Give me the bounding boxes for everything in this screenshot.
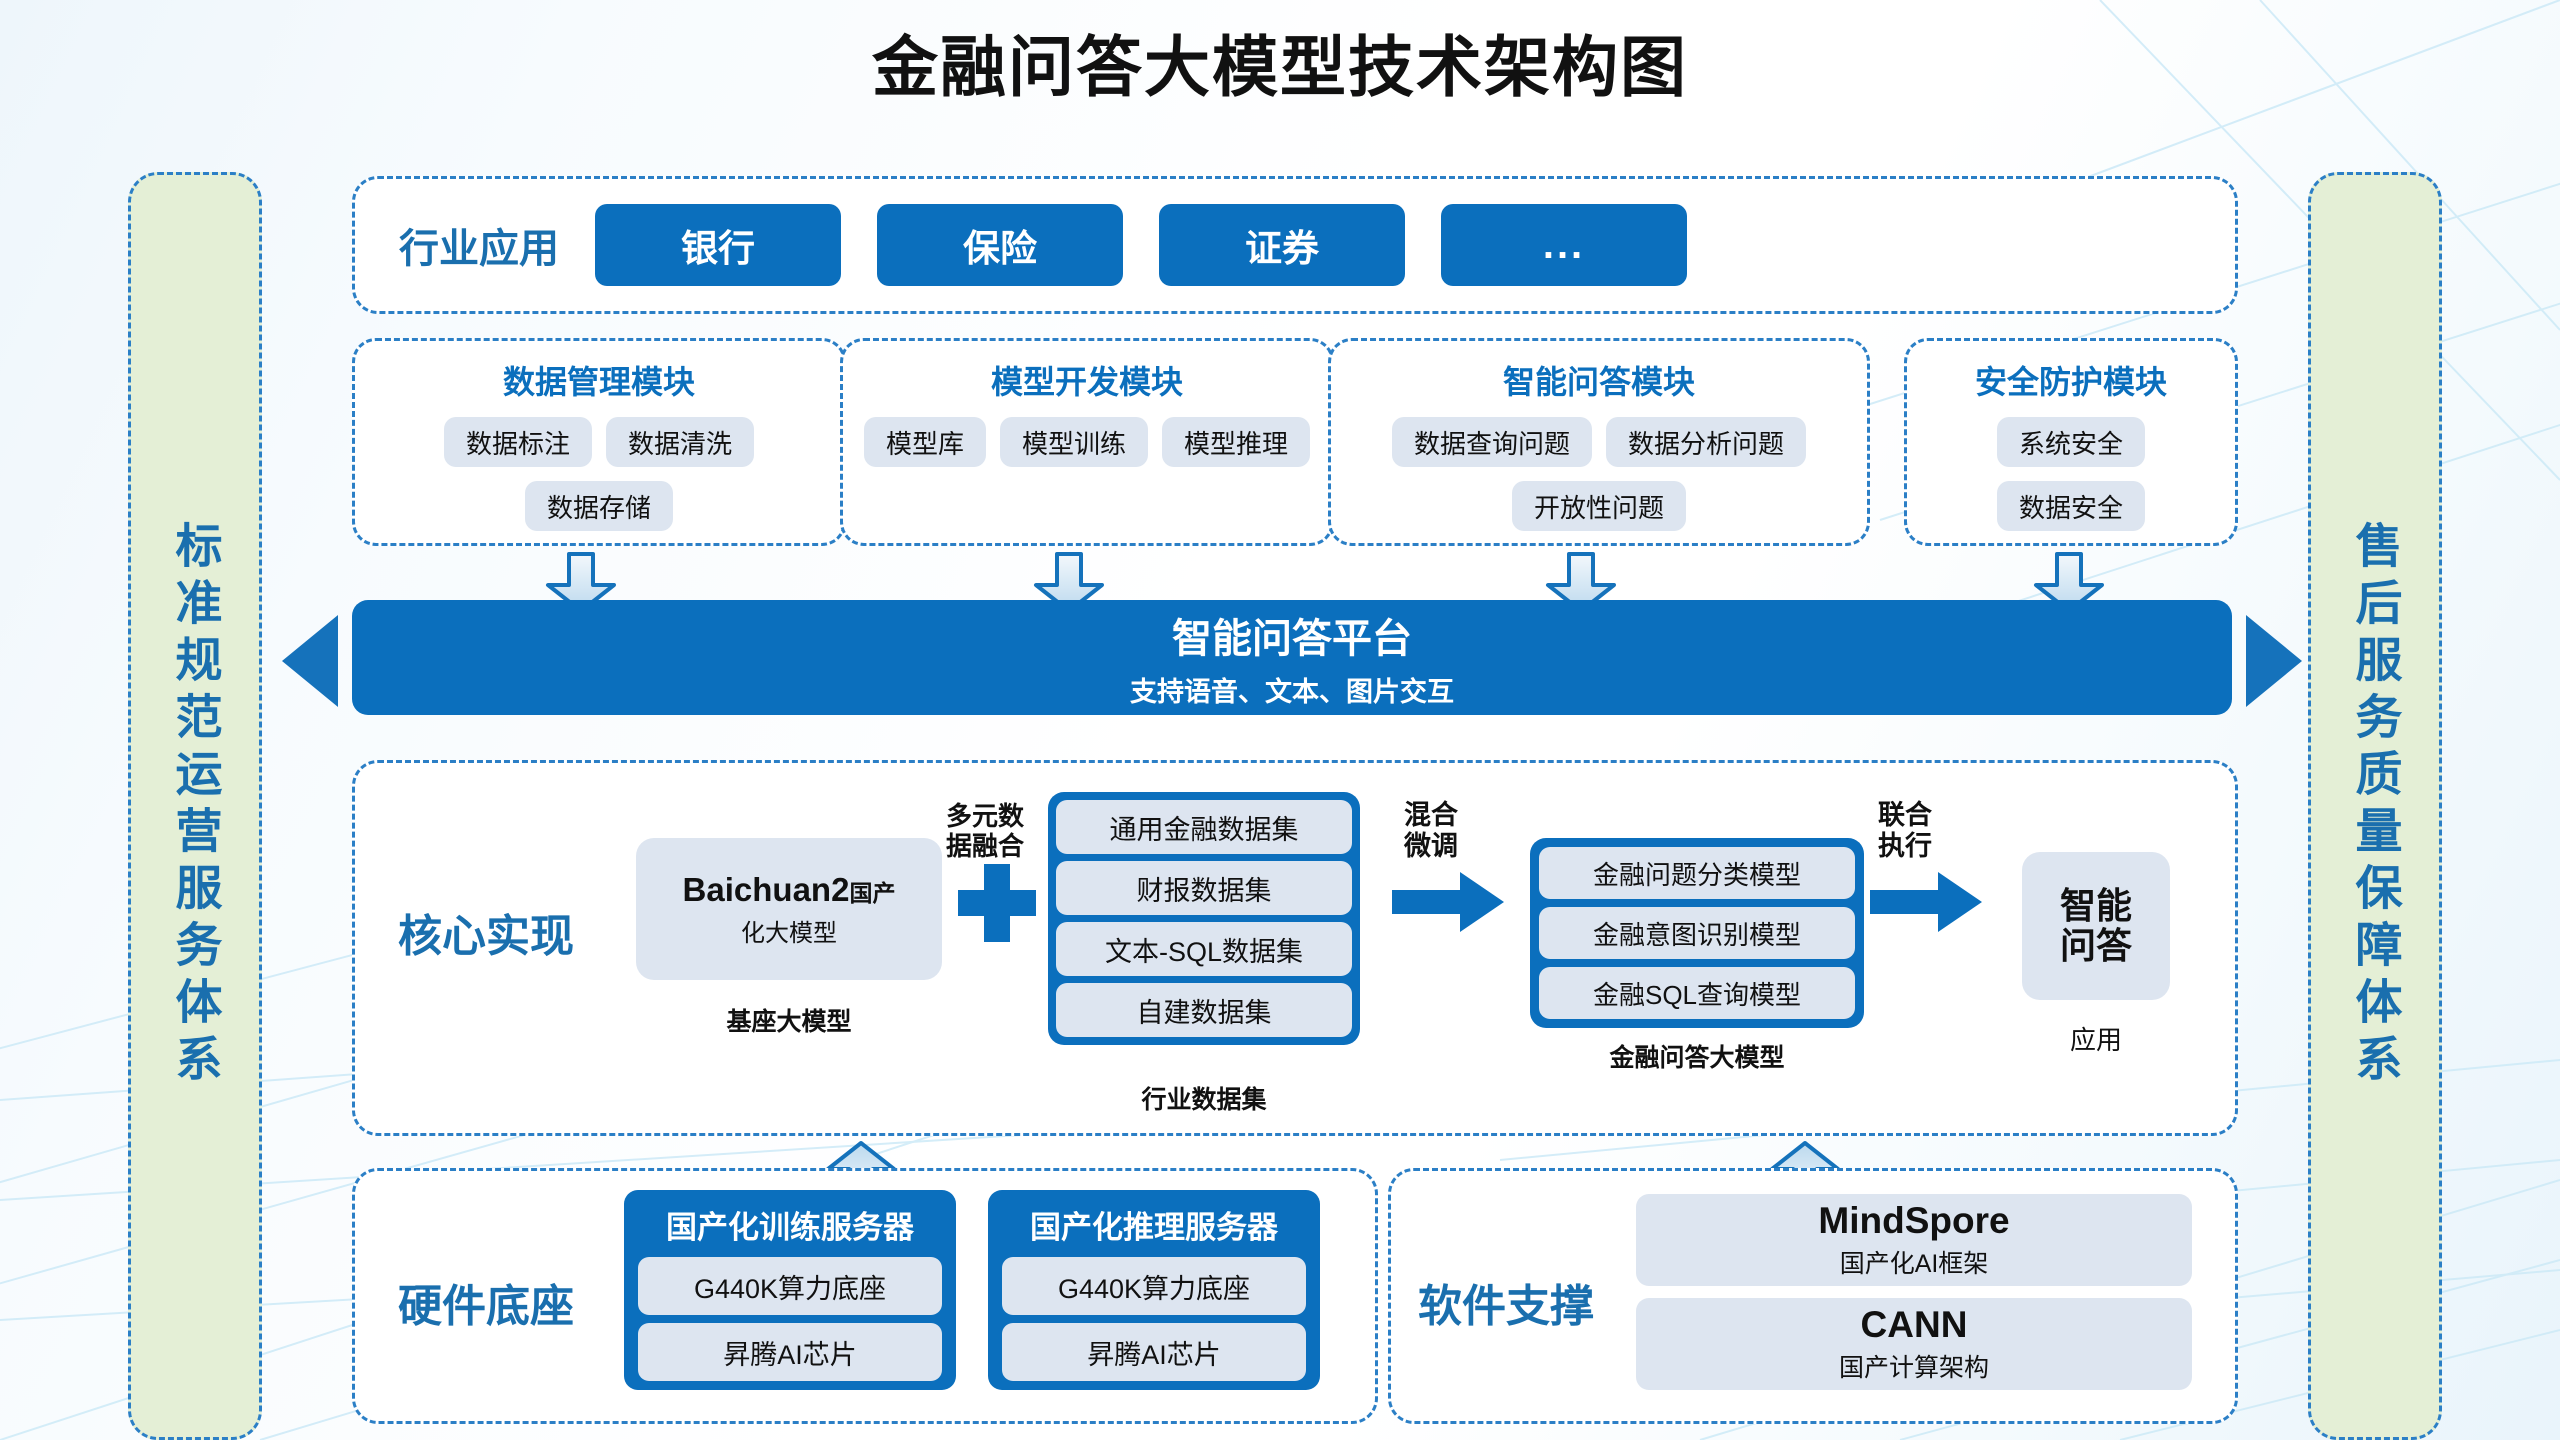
dataset-item[interactable]: 通用金融数据集 xyxy=(1056,800,1352,854)
down-arrow-icon xyxy=(1544,552,1618,614)
finetune-label: 混合 微调 xyxy=(1404,800,1458,862)
industry-datasets-caption: 行业数据集 xyxy=(1141,1086,1267,1114)
app-chip-more[interactable]: ... xyxy=(1441,204,1687,286)
server-item: 昇腾AI芯片 xyxy=(1002,1323,1306,1381)
app-chip-securities[interactable]: 证券 xyxy=(1159,204,1405,286)
right-arrow-icon xyxy=(1390,870,1506,934)
platform-subtitle: 支持语音、文本、图片交互 xyxy=(1130,677,1454,707)
down-arrow-icon xyxy=(2032,552,2106,614)
software-card-cann[interactable]: CANN 国产计算架构 xyxy=(1636,1298,2192,1390)
plus-icon xyxy=(958,864,1036,942)
server-title: 国产化训练服务器 xyxy=(666,1210,914,1245)
right-pillar-after-sales-quality: 售后服务质量保障体系 xyxy=(2308,172,2442,1440)
base-model-name: Baichuan2 xyxy=(682,870,850,908)
model-item[interactable]: 金融意图识别模型 xyxy=(1539,907,1855,959)
module-title: 智能问答模块 xyxy=(1502,364,1695,400)
software-desc: 国产计算架构 xyxy=(1838,1354,1989,1382)
right-pillar-label: 售后服务质量保障体系 xyxy=(2348,521,2402,1091)
down-arrow-icon xyxy=(1032,552,1106,614)
industry-applications-label: 行业应用 xyxy=(399,227,559,271)
module-item[interactable]: 模型训练 xyxy=(999,417,1148,467)
module-title: 模型开发模块 xyxy=(990,364,1183,400)
platform-title: 智能问答平台 xyxy=(1172,617,1412,661)
left-pillar-label: 标准规范运营服务体系 xyxy=(168,521,222,1091)
right-triangle-icon xyxy=(2246,615,2302,707)
server-item: 昇腾AI芯片 xyxy=(638,1323,942,1381)
financial-qa-models-caption: 金融问答大模型 xyxy=(1609,1044,1785,1072)
left-pillar-standard-operations: 标准规范运营服务体系 xyxy=(128,172,262,1440)
module-title: 数据管理模块 xyxy=(502,364,695,400)
industry-datasets-stack: 通用金融数据集 财报数据集 文本-SQL数据集 自建数据集 xyxy=(1048,792,1360,1045)
module-data-management: 数据管理模块 数据标注 数据清洗 数据存储 xyxy=(352,338,846,546)
module-item[interactable]: 系统安全 xyxy=(1996,417,2145,467)
module-item[interactable]: 数据查询问题 xyxy=(1391,417,1592,467)
left-triangle-icon xyxy=(282,615,338,707)
module-item[interactable]: 数据存储 xyxy=(524,481,673,531)
module-item[interactable]: 开放性问题 xyxy=(1511,481,1686,531)
intelligent-qa-platform-bar[interactable]: 智能问答平台 支持语音、文本、图片交互 xyxy=(352,600,2232,715)
inference-server-card[interactable]: 国产化推理服务器 G440K算力底座 昇腾AI芯片 xyxy=(988,1190,1320,1390)
server-item: G440K算力底座 xyxy=(1002,1257,1306,1315)
module-item[interactable]: 模型库 xyxy=(863,417,986,467)
module-item[interactable]: 数据清洗 xyxy=(606,417,755,467)
industry-applications-panel: 行业应用 银行 保险 证券 ... xyxy=(352,176,2238,314)
dataset-item[interactable]: 自建数据集 xyxy=(1056,983,1352,1037)
module-item[interactable]: 数据标注 xyxy=(443,417,592,467)
software-desc: 国产化AI框架 xyxy=(1839,1250,1989,1278)
dataset-item[interactable]: 财报数据集 xyxy=(1056,861,1352,915)
hardware-foundation-label: 硬件底座 xyxy=(398,1282,574,1331)
server-item: G440K算力底座 xyxy=(638,1257,942,1315)
down-arrow-icon xyxy=(544,552,618,614)
core-implementation-label: 核心实现 xyxy=(398,912,574,961)
module-title: 安全防护模块 xyxy=(1974,364,2167,400)
base-model-line2: 化大模型 xyxy=(741,919,837,947)
base-model-caption: 基座大模型 xyxy=(726,1008,852,1036)
dataset-item[interactable]: 文本-SQL数据集 xyxy=(1056,922,1352,976)
base-model-name-suffix: 国产 xyxy=(849,879,896,906)
module-intelligent-qa: 智能问答模块 数据查询问题 数据分析问题 开放性问题 xyxy=(1328,338,1870,546)
software-card-mindspore[interactable]: MindSpore 国产化AI框架 xyxy=(1636,1194,2192,1286)
page-title: 金融问答大模型技术架构图 xyxy=(872,30,1688,104)
right-arrow-icon xyxy=(1868,870,1984,934)
application-caption: 应用 xyxy=(2069,1025,2122,1055)
software-support-label: 软件支撑 xyxy=(1418,1282,1594,1331)
module-item[interactable]: 数据安全 xyxy=(1996,481,2145,531)
financial-qa-models-stack: 金融问题分类模型 金融意图识别模型 金融SQL查询模型 xyxy=(1530,838,1864,1028)
app-chip-bank[interactable]: 银行 xyxy=(595,204,841,286)
module-item[interactable]: 数据分析问题 xyxy=(1606,417,1807,467)
module-model-development: 模型开发模块 模型库 模型训练 模型推理 xyxy=(840,338,1334,546)
base-model-card[interactable]: Baichuan2国产 化大模型 xyxy=(636,838,942,980)
model-item[interactable]: 金融问题分类模型 xyxy=(1539,847,1855,899)
training-server-card[interactable]: 国产化训练服务器 G440K算力底座 昇腾AI芯片 xyxy=(624,1190,956,1390)
app-chip-insurance[interactable]: 保险 xyxy=(877,204,1123,286)
fusion-label: 多元数 据融合 xyxy=(946,801,1025,861)
module-item[interactable]: 模型推理 xyxy=(1162,417,1311,467)
application-qa-card[interactable]: 智能 问答 xyxy=(2022,852,2170,1000)
model-item[interactable]: 金融SQL查询模型 xyxy=(1539,967,1855,1019)
server-title: 国产化推理服务器 xyxy=(1030,1210,1278,1245)
joint-execution-label: 联合 执行 xyxy=(1878,800,1932,862)
software-name: CANN xyxy=(1860,1304,1968,1345)
module-security-protection: 安全防护模块 系统安全 数据安全 xyxy=(1904,338,2238,546)
software-name: MindSpore xyxy=(1818,1200,2010,1241)
